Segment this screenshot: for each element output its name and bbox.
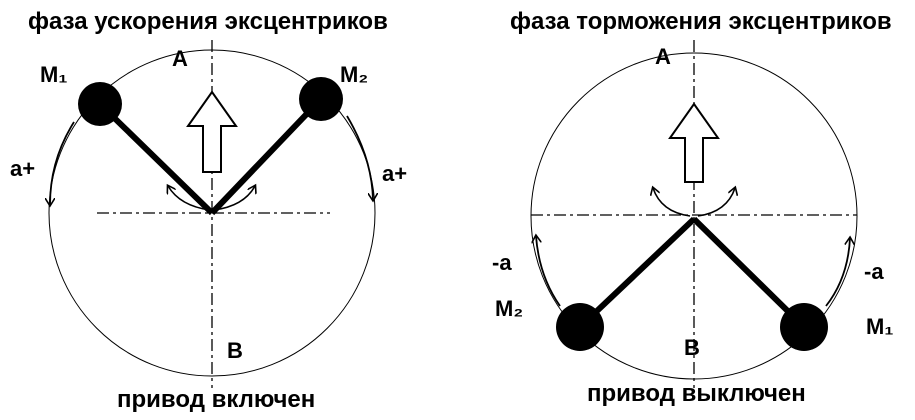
left-accel-arrow-left bbox=[50, 121, 75, 205]
left-rotation-arrow-right bbox=[213, 186, 255, 211]
right-mass-m2 bbox=[556, 303, 604, 351]
left-panel-caption: привод включен bbox=[117, 386, 316, 413]
right-thrust-arrow bbox=[668, 102, 720, 183]
left-panel-title: фаза ускорения эксцентриков bbox=[28, 8, 388, 35]
right-arm-m1 bbox=[691, 216, 807, 330]
right-label-m2: M₂ bbox=[495, 296, 523, 321]
left-label-m1: M₁ bbox=[40, 62, 67, 87]
right-panel-caption: привод выключен bbox=[587, 380, 806, 407]
right-accel-arrow-left bbox=[536, 236, 561, 307]
left-label-accel-left: a+ bbox=[10, 156, 35, 181]
right-panel-title: фаза торможения эксцентриков bbox=[510, 8, 892, 35]
left-label-a: A bbox=[172, 46, 188, 71]
left-label-m2: M₂ bbox=[340, 62, 368, 87]
left-mass-m2 bbox=[299, 77, 343, 121]
left-arm-m2 bbox=[209, 96, 324, 216]
left-label-accel-right: a+ bbox=[382, 161, 407, 186]
right-arm-m2 bbox=[577, 216, 697, 330]
right-panel: A B M₂ M₁ -a -a bbox=[492, 40, 893, 388]
right-label-b: B bbox=[684, 335, 700, 360]
right-label-accel-right: -a bbox=[864, 259, 884, 284]
left-arm-m1 bbox=[97, 101, 215, 216]
right-accel-arrow-right bbox=[825, 238, 850, 307]
left-accel-arrow-right bbox=[346, 115, 373, 200]
left-rotation-arrow-left bbox=[168, 186, 211, 211]
right-rotation-arrow-left bbox=[653, 188, 691, 217]
right-label-m1: M₁ bbox=[866, 314, 893, 339]
left-mass-m1 bbox=[78, 82, 122, 126]
right-rotation-arrow-right bbox=[697, 188, 735, 217]
left-label-b: B bbox=[227, 338, 243, 363]
right-label-a: A bbox=[655, 44, 671, 69]
right-mass-m1 bbox=[780, 303, 828, 351]
left-thrust-arrow bbox=[186, 90, 238, 173]
left-panel: A B M₁ M₂ a+ a+ bbox=[10, 40, 407, 388]
right-label-accel-left: -a bbox=[492, 250, 512, 275]
